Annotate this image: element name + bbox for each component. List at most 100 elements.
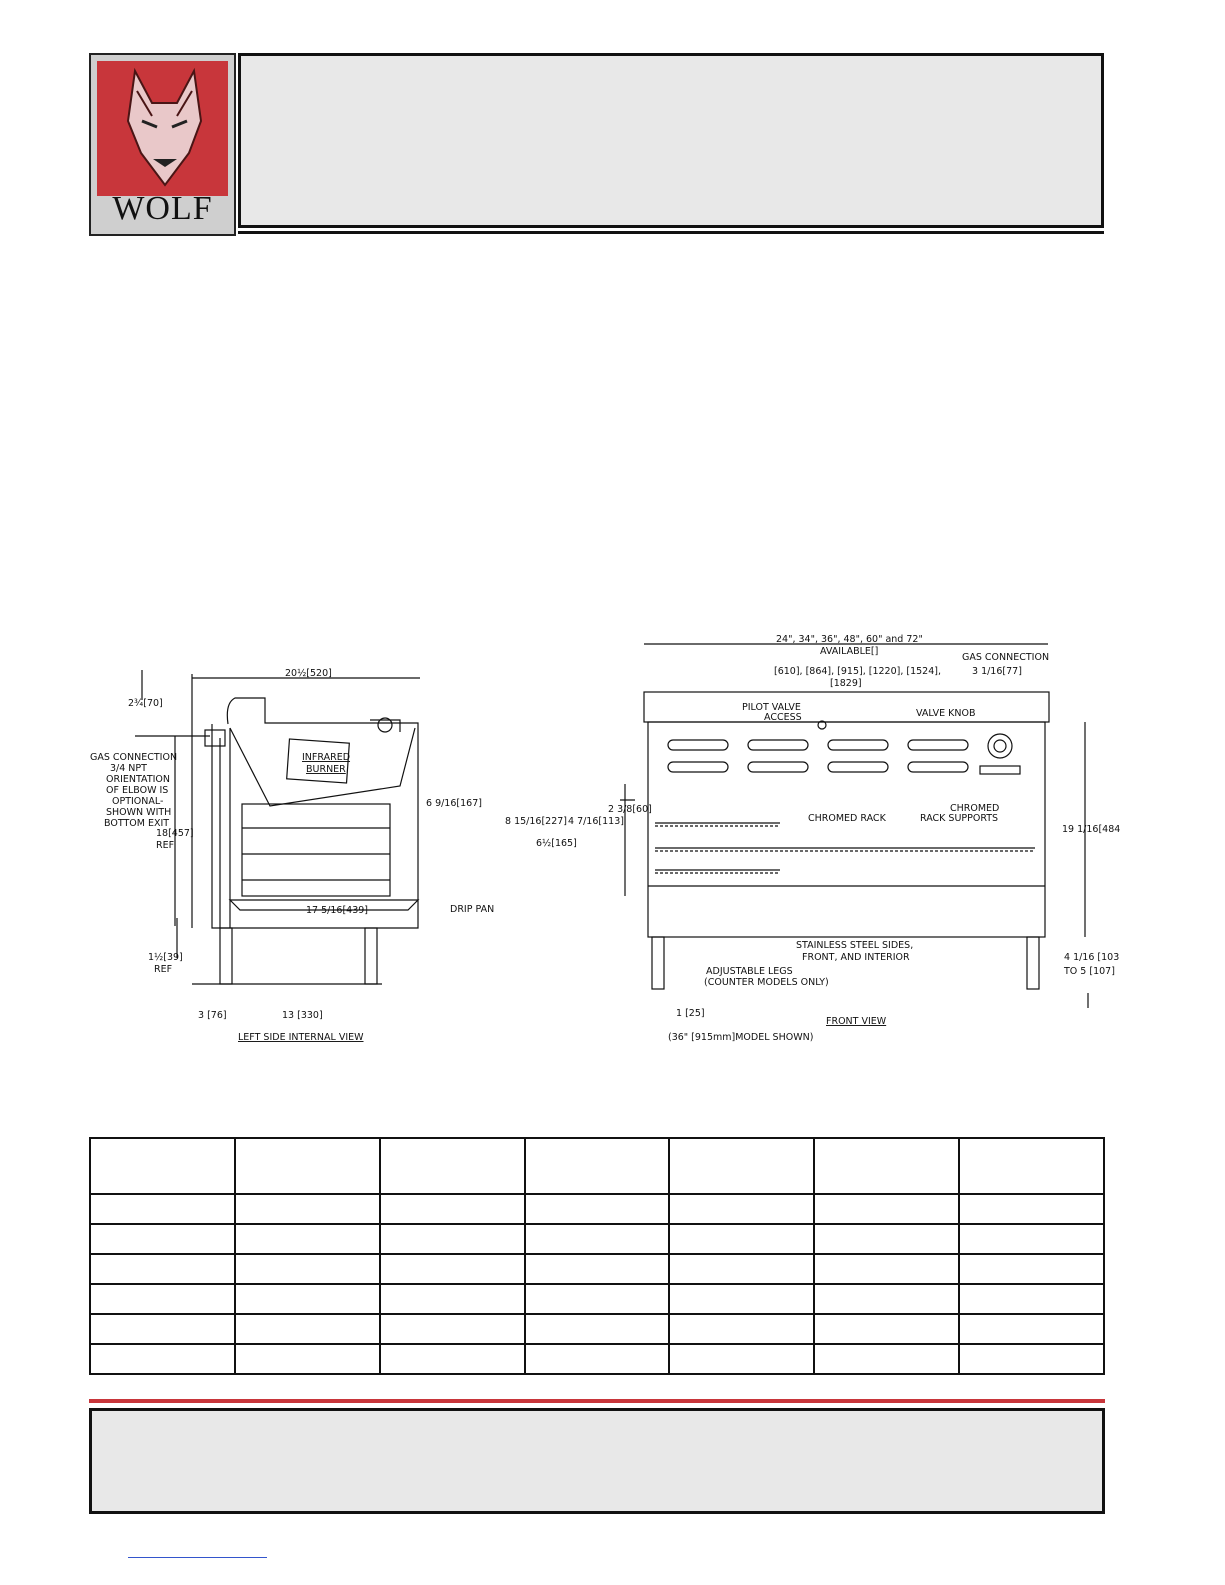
table-row xyxy=(89,1313,1105,1345)
rack-span-label: 8 15/16[227] xyxy=(505,816,567,827)
side-height-ref: REF xyxy=(156,840,174,851)
table-cell xyxy=(958,1283,1105,1315)
table-cell xyxy=(958,1223,1105,1255)
table-cell xyxy=(958,1137,1105,1195)
table-cell xyxy=(523,1343,671,1375)
valve-knob-label: VALVE KNOB xyxy=(916,708,976,719)
footer-panel xyxy=(89,1408,1105,1514)
table-cell xyxy=(89,1193,236,1225)
pilot-valve-label-1: PILOT VALVE xyxy=(742,702,801,713)
table-cell xyxy=(89,1253,236,1285)
table-cell xyxy=(668,1343,816,1375)
leg-height-label-1: 4 1/16 [103] xyxy=(1064,952,1120,963)
table-cell xyxy=(233,1313,381,1345)
table-cell xyxy=(958,1313,1105,1345)
table-cell xyxy=(233,1283,381,1315)
table-cell xyxy=(668,1253,816,1285)
logo-wordmark: WOLF xyxy=(112,190,213,227)
pan-width-label: 17 5/16[439] xyxy=(306,905,368,916)
table-cell xyxy=(378,1283,526,1315)
table-cell xyxy=(523,1283,671,1315)
footer-divider xyxy=(89,1399,1105,1403)
legs-label-2: (COUNTER MODELS ONLY) xyxy=(704,977,829,988)
table-cell xyxy=(89,1283,236,1315)
burner-drop-label: 6 9/16[167] xyxy=(426,798,482,809)
table-cell xyxy=(233,1343,381,1375)
table-cell xyxy=(523,1313,671,1345)
table-cell xyxy=(813,1223,961,1255)
gas-connection-line-5: OPTIONAL- xyxy=(112,796,163,807)
burner-label-2: BURNER xyxy=(306,764,346,775)
table-cell xyxy=(523,1223,671,1255)
table-cell xyxy=(668,1223,816,1255)
rack-pitch-label: 4 7/16[113] xyxy=(568,816,624,827)
materials-label-2: FRONT, AND INTERIOR xyxy=(802,952,910,963)
materials-label-1: STAINLESS STEEL SIDES, xyxy=(796,940,913,951)
front-view-subtitle: (36" [915mm]MODEL SHOWN) xyxy=(668,1032,813,1043)
table-cell xyxy=(89,1313,236,1345)
rack-lower-label: 6½[165] xyxy=(536,838,577,849)
table-cell xyxy=(378,1313,526,1345)
table-cell xyxy=(958,1343,1105,1375)
gas-connection-line-7: BOTTOM EXIT xyxy=(104,818,169,829)
table-row xyxy=(89,1223,1105,1255)
wolf-head-icon xyxy=(97,61,228,196)
front-gas-connection-label: GAS CONNECTION xyxy=(962,652,1049,663)
rack-supports-label-1: CHROMED xyxy=(950,803,999,814)
table-cell xyxy=(89,1343,236,1375)
table-cell xyxy=(813,1343,961,1375)
table-cell xyxy=(378,1253,526,1285)
footer-link[interactable] xyxy=(128,1557,267,1558)
table-cell xyxy=(233,1223,381,1255)
gas-connection-line-6: SHOWN WITH xyxy=(106,807,171,818)
table-cell xyxy=(668,1313,816,1345)
table-cell xyxy=(958,1253,1105,1285)
table-cell xyxy=(89,1223,236,1255)
table-cell xyxy=(523,1193,671,1225)
front-view-title: FRONT VIEW xyxy=(826,1016,887,1027)
table-cell xyxy=(233,1193,381,1225)
front-widths-mm-label: [610], [864], [915], [1220], [1524], xyxy=(774,666,941,677)
header-underline xyxy=(238,231,1104,234)
side-height-label: 18[457] xyxy=(156,828,194,839)
gas-connection-line-4: OF ELBOW IS xyxy=(106,785,168,796)
front-widths-mm-label-2: [1829] xyxy=(830,678,862,689)
table-row xyxy=(89,1283,1105,1315)
table-row xyxy=(89,1343,1105,1375)
front-view-geometry xyxy=(620,643,1089,1008)
gas-connection-line-1: GAS CONNECTION xyxy=(90,752,177,763)
gas-connection-line-3: ORIENTATION xyxy=(106,774,170,785)
front-gas-offset-label: 3 1/16[77] xyxy=(972,666,1022,677)
table-cell xyxy=(89,1137,236,1195)
side-view-title: LEFT SIDE INTERNAL VIEW xyxy=(238,1032,364,1043)
table-cell xyxy=(813,1137,961,1195)
side-top-offset-label: 2¾[70] xyxy=(128,698,163,709)
table-row xyxy=(89,1193,1105,1225)
table-row xyxy=(89,1253,1105,1285)
leg-ref-text: REF xyxy=(154,964,172,975)
rack-supports-label-2: RACK SUPPORTS xyxy=(920,813,998,824)
table-cell xyxy=(233,1253,381,1285)
table-cell xyxy=(813,1283,961,1315)
table-cell xyxy=(378,1137,526,1195)
table-cell xyxy=(523,1253,671,1285)
table-cell xyxy=(668,1193,816,1225)
table-cell xyxy=(813,1313,961,1345)
technical-drawings: 20½[520] 2¾[70] GAS CONNECTION 3/4 NPT O… xyxy=(90,634,1120,1043)
table-cell xyxy=(668,1283,816,1315)
wolf-logo: WOLF xyxy=(89,53,236,236)
table-cell xyxy=(813,1193,961,1225)
side-view-geometry xyxy=(135,670,420,985)
table-cell xyxy=(378,1223,526,1255)
leg-offset-label: 3 [76] xyxy=(198,1010,227,1021)
header-panel xyxy=(238,53,1104,228)
pilot-valve-label-2: ACCESS xyxy=(764,712,802,723)
table-cell xyxy=(958,1193,1105,1225)
burner-label-1: INFRARED xyxy=(302,752,350,763)
legs-label-1: ADJUSTABLE LEGS xyxy=(706,966,793,977)
front-height-label: 19 1/16[484] xyxy=(1062,824,1120,835)
leg-height-label-2: TO 5 [107] xyxy=(1063,966,1115,977)
front-widths-label: 24", 34", 36", 48", 60" and 72" xyxy=(776,634,923,645)
drip-pan-label: DRIP PAN xyxy=(450,904,494,915)
wolf-head-drawing xyxy=(126,67,203,187)
